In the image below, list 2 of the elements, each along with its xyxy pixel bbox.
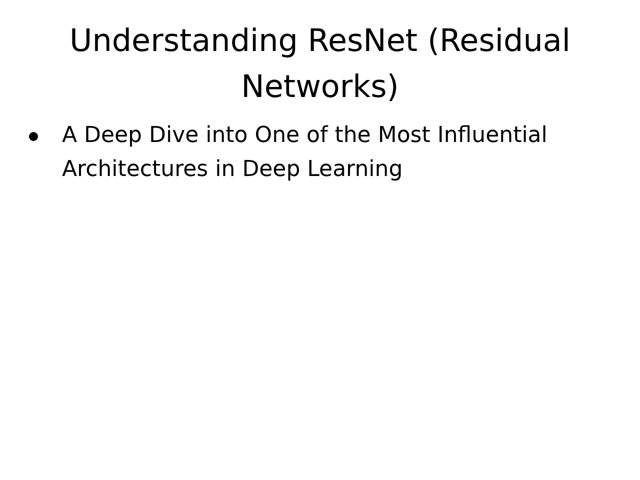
slide-title: Understanding ResNet (Residual Networks) [68,22,572,107]
bullet-text: A Deep Dive into One of the Most Influential Architectures in Deep Learning [62,122,548,184]
